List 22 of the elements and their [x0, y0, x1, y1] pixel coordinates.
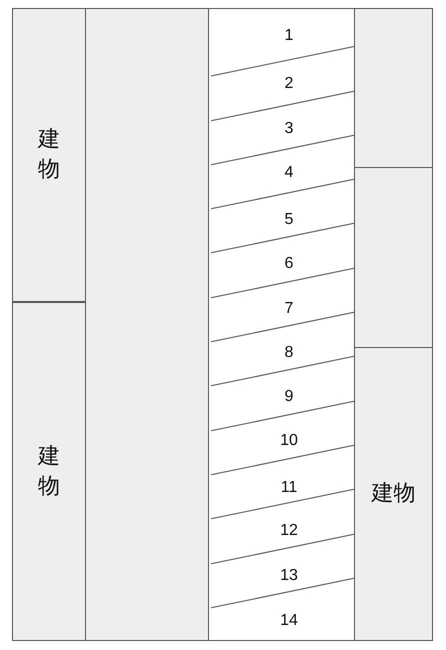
- space-number: 4: [284, 164, 294, 182]
- empty-area: [85, 8, 209, 641]
- space-number: 12: [280, 522, 298, 540]
- space-number: 6: [284, 254, 294, 273]
- space-number: 5: [284, 210, 294, 229]
- building-area: [12, 302, 86, 641]
- building-label: 建物: [372, 480, 416, 508]
- space-number: 10: [280, 432, 298, 450]
- space-number: 2: [284, 75, 294, 93]
- space-number: 1: [284, 27, 294, 45]
- building-area: [12, 8, 86, 302]
- building-area: [354, 347, 433, 641]
- parking-lot: [208, 8, 355, 641]
- space-number: 13: [280, 566, 298, 585]
- space-number: 9: [284, 388, 294, 406]
- space-number: 7: [284, 300, 294, 318]
- space-number: 11: [280, 478, 298, 497]
- space-number: 14: [280, 612, 298, 630]
- building-label: 建物: [36, 442, 61, 500]
- space-number: 3: [284, 120, 294, 138]
- space-number: 8: [284, 344, 294, 362]
- building-label: 建物: [36, 126, 61, 184]
